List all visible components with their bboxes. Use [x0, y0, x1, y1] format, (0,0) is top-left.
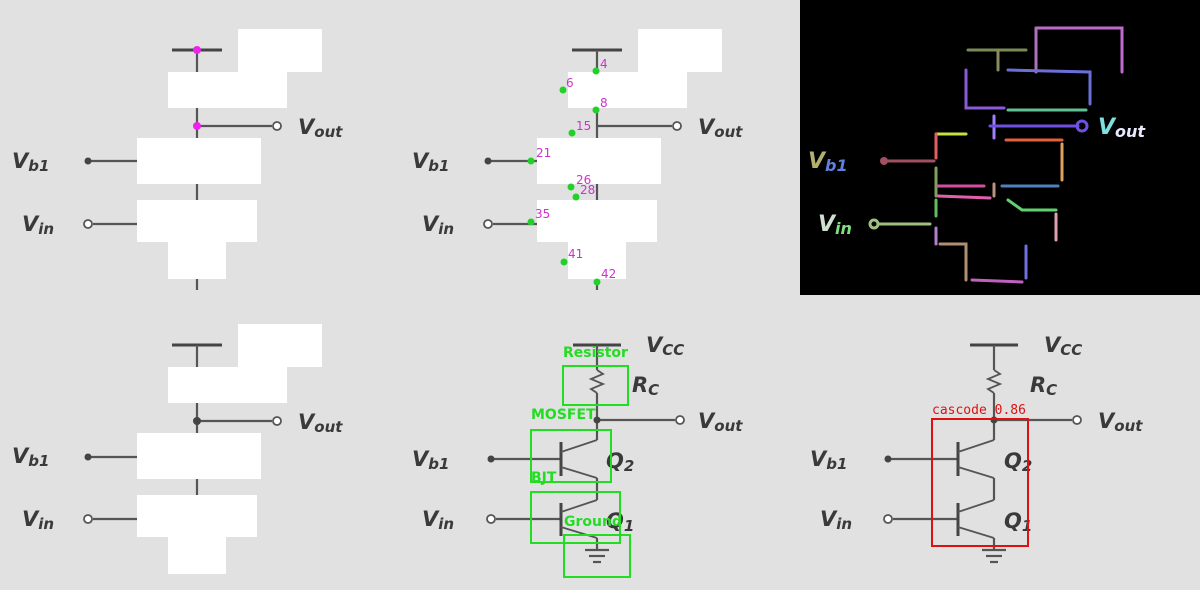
vin-label: Vin	[820, 507, 852, 533]
keypoint-42	[593, 278, 601, 286]
keypoint-label-4: 4	[600, 57, 608, 71]
vb1-label: Vb1	[12, 149, 49, 175]
rc-label: RC	[1030, 373, 1057, 399]
vb1-label-seg: Vb1	[808, 149, 848, 175]
keypoint-label-15: 15	[576, 119, 591, 133]
vb1-label: Vb1	[810, 447, 847, 473]
vin-label: Vin	[422, 212, 454, 238]
detection-label-mosfet: MOSFET	[531, 407, 596, 423]
vb1-label: Vb1	[12, 444, 49, 470]
vin-label: Vin	[22, 507, 54, 533]
classification-label: cascode 0.86	[932, 403, 1026, 418]
keypoint-28	[572, 193, 580, 201]
keypoint-4	[592, 67, 600, 75]
keypoint-label-6: 6	[566, 76, 574, 90]
keypoint-label-28: 28	[580, 183, 595, 197]
keypoint-15	[568, 129, 576, 137]
keypoint-6	[559, 86, 567, 94]
keypoint-26	[567, 183, 575, 191]
keypoint-21	[527, 157, 535, 165]
panel-keypoints: Vout Vb1 Vin 4 6 8 15 21 26 28 35 41 42	[412, 27, 743, 292]
vin-label: Vin	[422, 507, 454, 533]
panel-masked-input: Vout Vb1 Vin	[12, 27, 343, 292]
segmentation-background	[800, 0, 1200, 295]
detection-box-resistor	[562, 365, 629, 406]
detection-label-bjt: BJT	[531, 470, 557, 486]
panel-segmentation: Vout Vb1 Vin	[800, 0, 1200, 295]
junction-vout-marker	[193, 122, 201, 130]
vout-label: Vout	[298, 115, 343, 141]
keypoint-label-41: 41	[568, 247, 583, 261]
vin-label: Vin	[22, 212, 54, 238]
keypoint-label-8: 8	[600, 96, 608, 110]
keypoint-8	[592, 106, 600, 114]
keypoint-label-26: 26	[576, 173, 591, 187]
classification-box	[931, 418, 1029, 547]
keypoint-label-42: 42	[601, 267, 616, 281]
detection-label-resistor: Resistor	[563, 345, 628, 361]
vout-label: Vout	[698, 115, 743, 141]
detection-box-mosfet	[530, 429, 612, 483]
vb1-label: Vb1	[412, 149, 449, 175]
keypoint-label-35: 35	[535, 207, 550, 221]
vout-label-seg: Vout	[1098, 115, 1146, 141]
keypoint-41	[560, 258, 568, 266]
panel-masked-bottom: Vout Vb1 Vin	[12, 324, 343, 574]
junction-top-marker	[193, 46, 201, 54]
vcc-label: VCC	[646, 333, 684, 359]
detection-box-ground	[563, 534, 631, 578]
vout-label: Vout	[298, 410, 343, 436]
keypoint-35	[527, 218, 535, 226]
detection-box-bjt	[530, 491, 621, 544]
vb1-label: Vb1	[412, 447, 449, 473]
vout-label: Vout	[698, 409, 743, 435]
vin-label-seg: Vin	[818, 212, 852, 238]
detection-label-ground: Ground	[564, 514, 622, 530]
panel-detections: VCC RC Vout Vb1 Vin Q2 Q1 Resistor MOSFE…	[412, 333, 743, 578]
keypoint-label-21: 21	[536, 146, 551, 160]
vcc-label: VCC	[1044, 333, 1082, 359]
panel-classification: VCC RC Vout Vb1 Vin Q2 Q1 cascode 0.86	[810, 333, 1143, 564]
vout-label: Vout	[1098, 409, 1143, 435]
rc-label: RC	[632, 373, 659, 399]
